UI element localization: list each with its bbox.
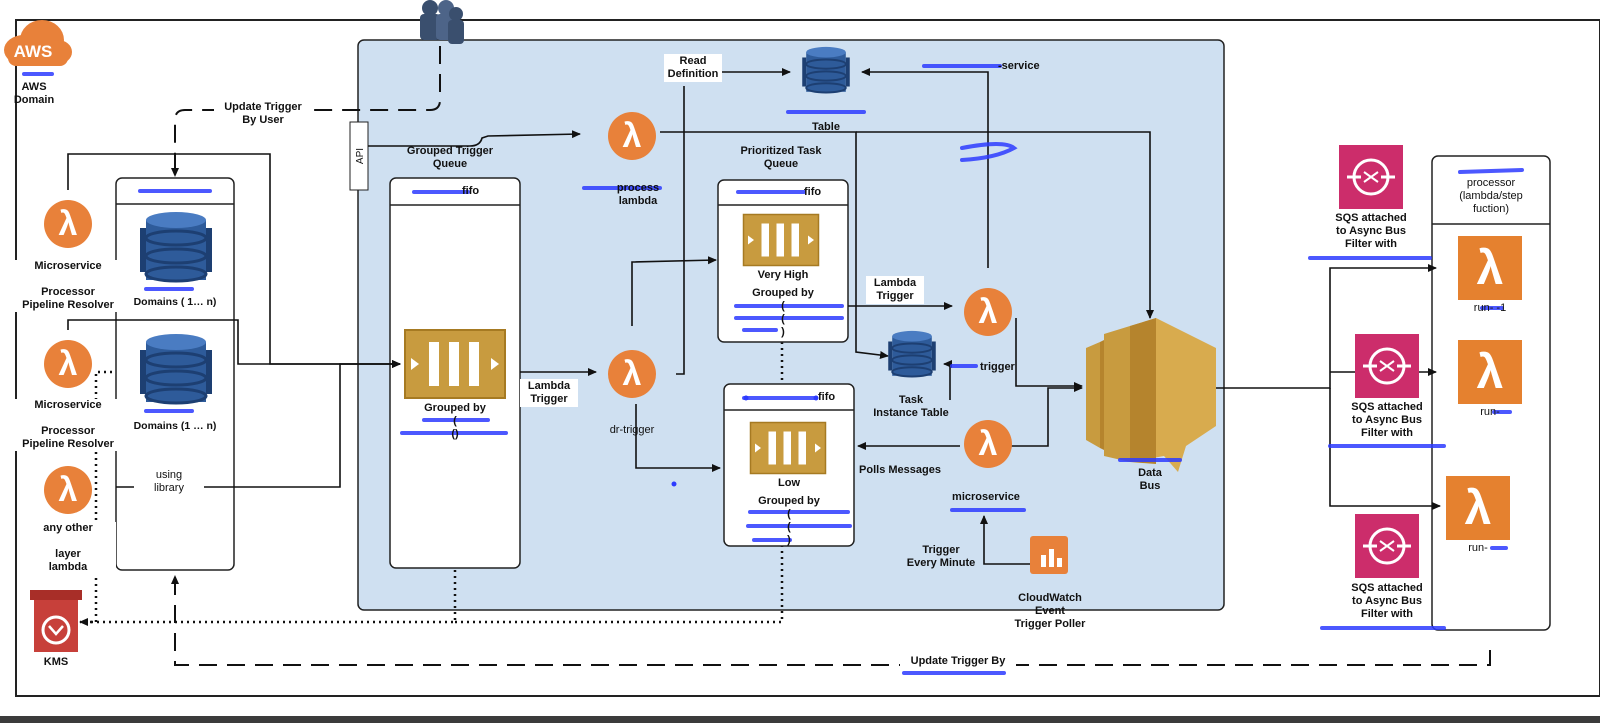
update-trigger-by-label: Update Trigger By (900, 654, 1016, 669)
using-library-label: using library (134, 469, 204, 495)
event-bus-icon[interactable] (1086, 318, 1216, 472)
kms-label: KMS (43, 656, 69, 668)
sqs-caption-2: SQS attached to Async Bus Filter with (1351, 401, 1423, 439)
lambda-icon-other[interactable] (44, 466, 92, 514)
processor-box-title: processor (lambda/step fuction) (1459, 177, 1523, 215)
lambda-icon-dr-trigger[interactable] (608, 350, 656, 398)
run-lambda-caption-2: run- (1480, 406, 1500, 418)
sqs-queue-icon-low[interactable] (749, 421, 827, 475)
aws-logo-text: AWS (14, 42, 53, 61)
update-trigger-user-label: Update Trigger By User (214, 100, 312, 128)
run-lambda-icon-2[interactable] (1458, 340, 1522, 404)
low-fifo-title: fifo (818, 391, 836, 403)
dynamodb-icon-task-instance[interactable] (887, 329, 937, 378)
run-lambda-caption-1: run- -1 (1473, 302, 1507, 314)
low-grouped: Grouped by ( ( ) (758, 495, 820, 546)
lambda-trigger-label-1: Lambda Trigger (520, 379, 578, 407)
aws-domain-caption: AWS Domain (13, 81, 55, 106)
trigger-fifo-title: fifo (462, 185, 480, 197)
task-trigger-label: trigger (980, 361, 1015, 373)
lambda-icon-student[interactable] (44, 200, 92, 248)
lambda-icon-processor[interactable] (964, 420, 1012, 468)
kms-dotted-line-left (84, 370, 118, 624)
lambda-icon-task-trigger[interactable] (964, 288, 1012, 336)
other-lambda-caption: any other layer lambda (20, 522, 116, 574)
trigger-every-minute-label: Trigger Every Minute (906, 544, 976, 569)
dr-trigger-label: dr-trigger (609, 424, 655, 436)
sqs-icon-3[interactable] (1353, 512, 1421, 580)
sqs-caption-3: SQS attached to Async Bus Filter with (1351, 582, 1423, 620)
cloudwatch-label: CloudWatch Event Trigger Poller (1014, 592, 1086, 630)
run-lambda-icon-3[interactable] (1446, 476, 1510, 540)
student-domains-caption: Domains ( 1… n) (133, 296, 217, 308)
service-label: -service (998, 60, 1040, 72)
very-high-grouped: Grouped by ( ( ) (752, 287, 814, 338)
update-trigger-bottom-line (171, 575, 1491, 666)
trigger-fifo-grouped: Grouped by ( () (424, 402, 486, 440)
very-high-level: Very High (757, 269, 809, 281)
dynamodb-icon-student[interactable] (138, 210, 214, 283)
student-lambda-caption: Microservice Processor Pipeline Resolver (14, 260, 122, 312)
kms-dotted-line-bottom (79, 570, 457, 626)
lambda-trigger-label-2: Lambda Trigger (866, 276, 924, 304)
aws-domain-frame (15, 19, 1600, 697)
aws-cloud-icon (4, 20, 72, 66)
users-icon (420, 0, 464, 44)
task-instance-table-label: Task Instance Table (873, 394, 949, 419)
task-definition-table-label: Table (812, 121, 840, 133)
dynamodb-icon-task-definition[interactable] (801, 45, 851, 94)
read-definition-label: Read Definition (664, 54, 722, 82)
admin-domains-caption: Domains (1 … n) (133, 420, 217, 432)
lambda-icon-admin[interactable] (44, 340, 92, 388)
low-level: Low (778, 477, 800, 489)
data-bus-label: Data Bus (1138, 467, 1162, 492)
grouped-trigger-queue-label: Grouped Trigger Queue (406, 145, 494, 170)
run-lambda-caption-3: run- (1468, 542, 1488, 554)
lambda-icon-business[interactable] (608, 112, 656, 160)
very-high-fifo-title: fifo (804, 186, 822, 198)
cloudwatch-icon[interactable] (1030, 536, 1068, 574)
sqs-queue-icon-trigger[interactable] (404, 329, 506, 399)
prioritized-task-queue-label: Prioritized Task Queue (740, 145, 822, 170)
polls-messages-label: Polls Messages (859, 464, 941, 476)
dynamodb-icon-admin[interactable] (138, 332, 214, 405)
run-lambda-icon-1[interactable] (1458, 236, 1522, 300)
admin-lambda-caption: Microservice Processor Pipeline Resolver (14, 399, 122, 451)
business-process-lambda-label: process lambda (616, 182, 660, 207)
kms-icon[interactable] (30, 590, 82, 652)
queue-dotted-line (455, 545, 784, 624)
microservice-processor-label: microservice (952, 491, 1020, 503)
sqs-queue-icon-very-high[interactable] (742, 213, 820, 267)
api-gateway-box[interactable] (349, 121, 369, 191)
sqs-caption-1: SQS attached to Async Bus Filter with (1335, 212, 1407, 250)
bottom-strip (0, 716, 1600, 723)
sqs-icon-2[interactable] (1353, 332, 1421, 400)
api-label: API (355, 148, 366, 164)
sqs-icon-1[interactable] (1337, 143, 1405, 211)
update-trigger-user-line (171, 46, 441, 177)
